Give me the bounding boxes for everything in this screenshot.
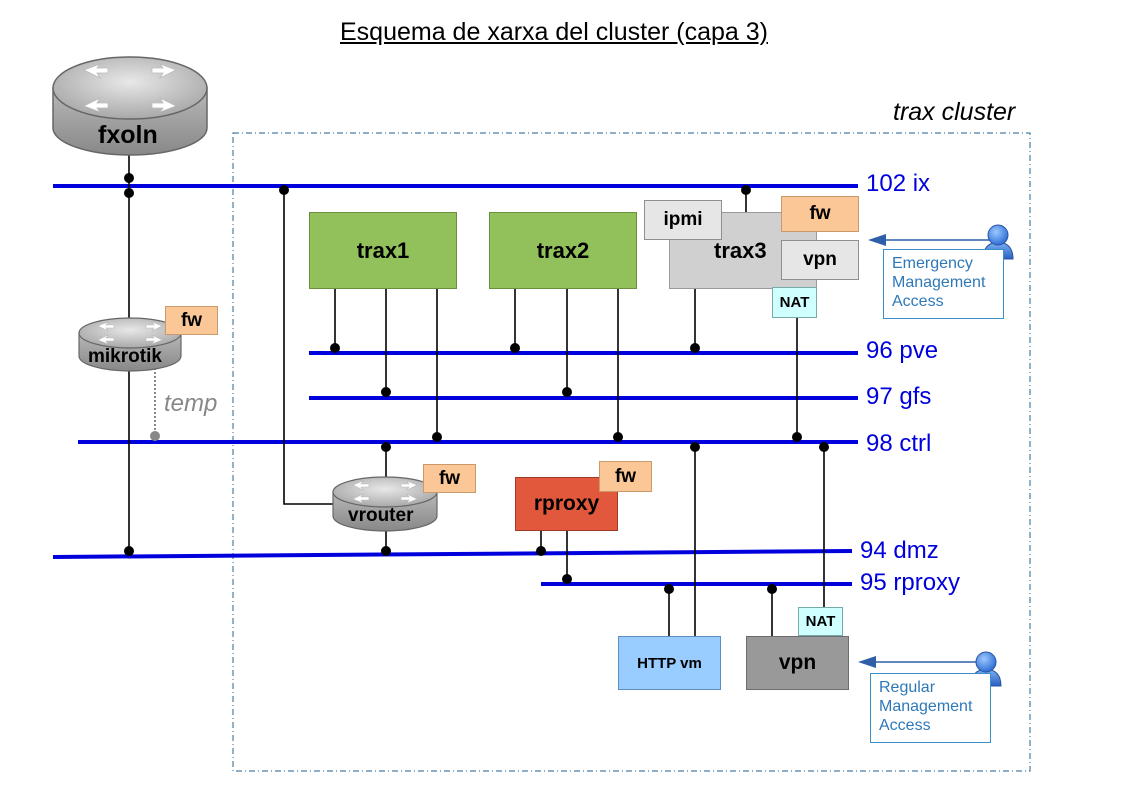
router-icon: [52, 56, 208, 156]
net-line-dmz: [52, 549, 853, 559]
ipmi-badge: ipmi: [644, 200, 722, 240]
node-trax2: trax2: [489, 212, 637, 289]
access-line: Access: [879, 717, 931, 734]
router-label-mikrotik: mikrotik: [88, 346, 162, 367]
firewall-badge: fw: [781, 196, 859, 232]
emergency-access-box: Emergency Management Access: [883, 249, 1004, 319]
firewall-badge: fw: [423, 464, 476, 493]
firewall-badge: fw: [165, 306, 218, 335]
node-trax1: trax1: [309, 212, 457, 289]
access-line: Management: [892, 274, 986, 291]
access-line: Management: [879, 698, 973, 715]
node-vpn: vpn: [746, 636, 849, 690]
access-line: Access: [892, 293, 944, 310]
diagram-title: Esquema de xarxa del cluster (capa 3): [340, 18, 768, 46]
net-label-gfs: 97 gfs: [866, 383, 932, 410]
net-label-rproxy: 95 rproxy: [860, 569, 961, 596]
regular-access-box: Regular Management Access: [870, 673, 991, 743]
net-label-ix: 102 ix: [866, 170, 931, 197]
access-line: Regular: [879, 679, 936, 696]
cluster-label: trax cluster: [893, 98, 1016, 126]
router-label-fxoln: fxoln: [98, 121, 158, 149]
net-label-ctrl: 98 ctrl: [866, 430, 932, 457]
net-label-dmz: 94 dmz: [860, 537, 939, 564]
node-http-vm: HTTP vm: [618, 636, 721, 690]
nat-badge: NAT: [772, 287, 817, 318]
router-label-vrouter: vrouter: [348, 505, 414, 526]
access-line: Emergency: [892, 255, 973, 272]
router-icon: [78, 317, 182, 372]
vpn-badge: vpn: [781, 240, 859, 280]
router-icon: [332, 476, 438, 532]
firewall-badge: fw: [599, 461, 652, 492]
net-label-pve: 96 pve: [866, 337, 939, 364]
cluster-boundary: [232, 132, 1031, 772]
temp-label: temp: [164, 390, 218, 417]
nat-badge: NAT: [798, 607, 843, 636]
